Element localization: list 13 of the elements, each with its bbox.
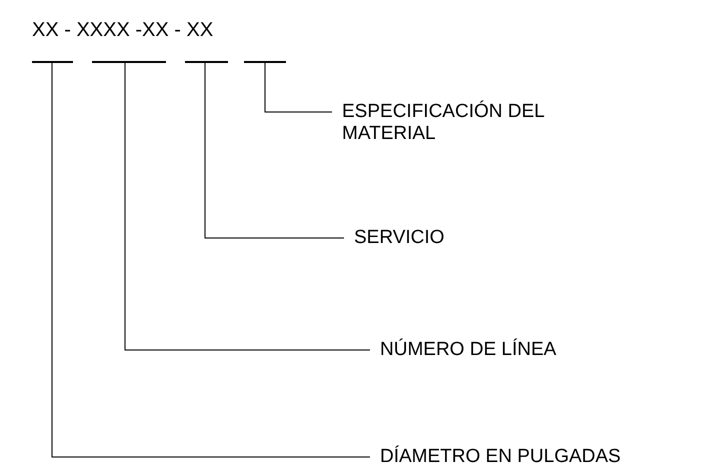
leader-line: [52, 62, 370, 458]
leader-line: [124, 62, 370, 350]
leader-line: [264, 62, 332, 112]
field-label: ESPECIFICACIÓN DEL MATERIAL: [332, 101, 572, 145]
underline-bar: [32, 61, 73, 62]
underline-bar: [185, 61, 228, 62]
field-label: SERVICIO: [344, 227, 544, 249]
field-label: NÚMERO DE LÍNEA: [370, 339, 620, 361]
underline-bar: [92, 61, 166, 62]
underline-bar: [244, 61, 286, 62]
line-code-format: XX - XXXX -XX - XX: [32, 18, 214, 42]
leader-line: [204, 62, 344, 238]
field-label: DÍAMETRO EN PULGADAS: [370, 446, 720, 468]
